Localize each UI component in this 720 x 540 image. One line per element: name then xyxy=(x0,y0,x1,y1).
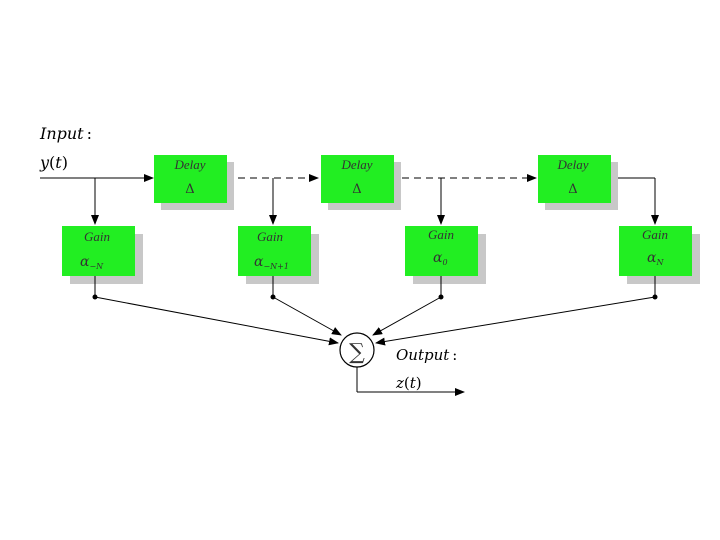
output-signal: z(t) xyxy=(395,374,422,392)
gain-coefficient: α0 xyxy=(433,250,448,267)
gain-output-stems xyxy=(94,276,656,297)
gain-box-3: Gain α0 xyxy=(405,226,486,284)
gain-title: Gain xyxy=(428,227,454,242)
delay-title: Delay xyxy=(340,157,372,172)
delay-title: Delay xyxy=(556,157,588,172)
gain-box-1: Gain α−N xyxy=(62,226,143,284)
output-label: Output: xyxy=(396,346,457,364)
gain-box-4: Gain αN xyxy=(619,226,700,284)
delay-box-1: Delay Δ xyxy=(154,155,234,210)
gain-coefficient: αN xyxy=(647,250,664,267)
sum-input-2 xyxy=(272,296,342,336)
delay-box-3: Delay Δ xyxy=(538,155,618,210)
gain-coefficient: α−N+1 xyxy=(254,254,289,271)
gain-title: Gain xyxy=(642,227,668,242)
input-signal: y(t) xyxy=(39,153,68,172)
delta-symbol: Δ xyxy=(185,182,194,197)
sum-input-3 xyxy=(372,296,442,336)
input-label: Input: xyxy=(39,124,92,143)
gain-title: Gain xyxy=(84,229,110,244)
sum-input-4 xyxy=(375,296,656,346)
gain-box-2: Gain α−N+1 xyxy=(238,226,319,284)
sigma-symbol: ∑ xyxy=(349,340,365,365)
delta-symbol: Δ xyxy=(352,182,361,197)
sum-input-1 xyxy=(94,296,339,346)
gain-coefficient: α−N xyxy=(80,254,104,271)
delay-box-2: Delay Δ xyxy=(321,155,401,210)
delta-symbol: Δ xyxy=(568,182,577,197)
summer-node: ∑ xyxy=(339,332,375,368)
gain-title: Gain xyxy=(257,229,283,244)
delay-title: Delay xyxy=(173,157,205,172)
